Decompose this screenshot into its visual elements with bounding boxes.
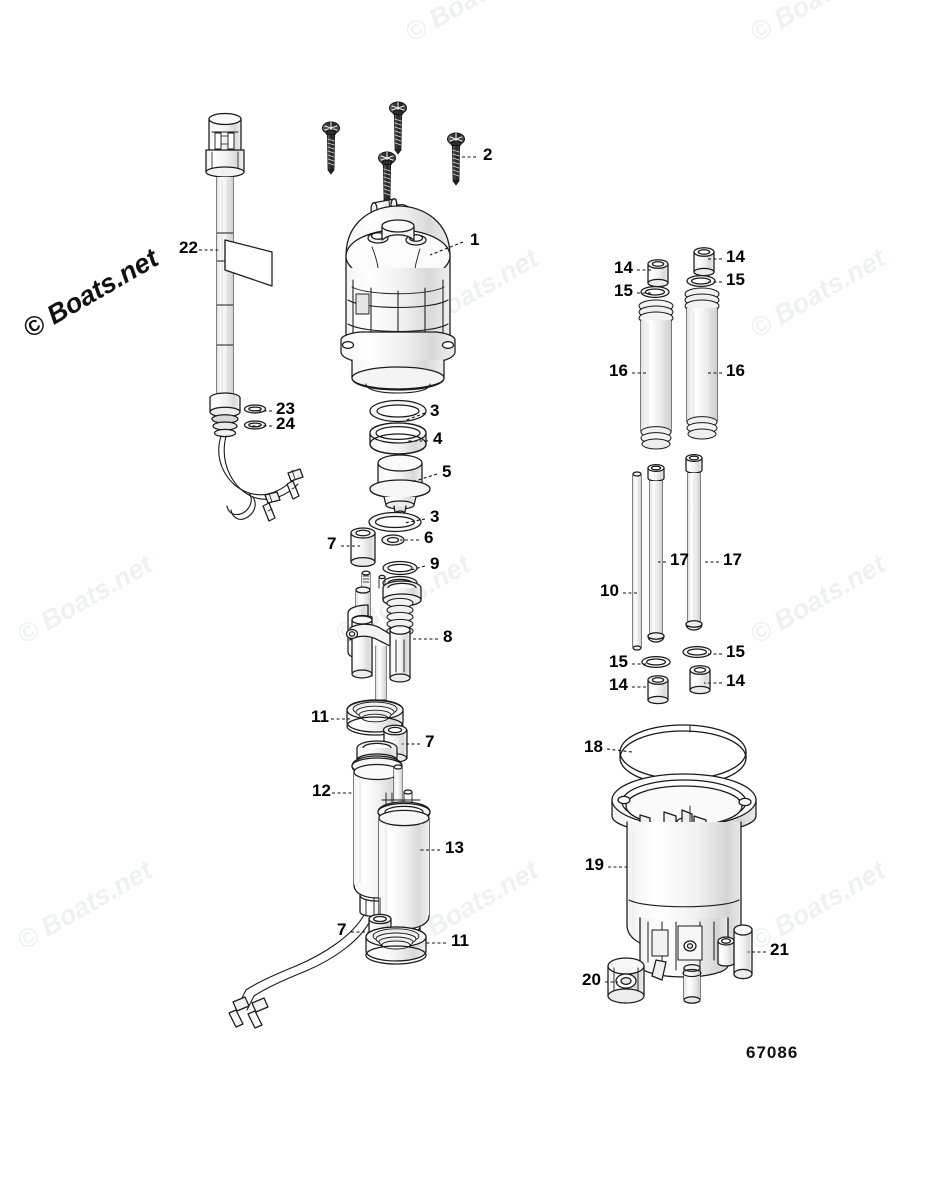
callout-filter-screen-upper: 11 <box>311 707 329 726</box>
callout-fuel-rail-left: 16 <box>609 361 628 380</box>
part-3-o-ring-upper <box>369 399 427 423</box>
callout-low-pressure-fuel-pump: 12 <box>312 781 331 800</box>
part-5-fuel-pressure-regulator <box>369 454 431 518</box>
part-22-fuel-level-sender <box>205 112 304 522</box>
callout-o-ring-sender-upper: 23 <box>276 399 295 418</box>
part-17-fuel-tube-left <box>647 463 665 643</box>
callout-o-ring-rail-d: 15 <box>726 642 745 661</box>
callout-vapor-separator-body: 19 <box>585 855 604 874</box>
callout-grommet-lower: 7 <box>337 920 347 939</box>
part-15-o-ring-d <box>682 645 712 659</box>
figure-number: 67086 <box>746 1043 799 1062</box>
callout-plug-cap: 20 <box>582 970 601 989</box>
callout-washer: 6 <box>424 528 434 547</box>
part-15-o-ring-c <box>641 655 671 669</box>
part-14-grommet-d <box>689 665 711 695</box>
callout-o-ring-rail-c: 15 <box>609 652 628 671</box>
callout-fuel-tube-right: 17 <box>723 550 742 569</box>
part-21-fitting-grommet <box>717 924 753 980</box>
callout-fuel-level-sender: 22 <box>179 238 198 257</box>
callout-o-ring-sender-lower: 24 <box>276 414 295 433</box>
part-15-o-ring-b <box>686 274 716 288</box>
part-13-high-pressure-pump <box>373 764 431 946</box>
part-7-grommet-a <box>350 527 376 568</box>
part-4-seal-ring <box>369 422 427 455</box>
callout-grommet-rail-c: 14 <box>609 675 628 694</box>
leader-fuel-pressure-regulator <box>411 473 438 483</box>
part-20-plug-cap <box>607 957 645 1004</box>
part-1-vapor-separator-cover <box>340 198 456 394</box>
callout-grommet-rail-b: 14 <box>726 247 745 266</box>
callout-seal-ring: 4 <box>433 429 443 448</box>
part-6-washer <box>381 534 405 546</box>
part-16-fuel-rail-right <box>684 287 720 440</box>
callout-o-ring-lower: 3 <box>430 507 440 526</box>
part-15-o-ring-a <box>640 285 670 299</box>
callout-o-ring-rail-a: 15 <box>614 281 633 300</box>
callout-fuel-rail-right: 16 <box>726 361 745 380</box>
part-23-24-o-rings <box>243 404 267 430</box>
callout-o-ring-upper: 3 <box>430 401 440 420</box>
callout-fuel-tube-left: 17 <box>670 550 689 569</box>
callout-screw: 2 <box>483 145 493 164</box>
callout-fuel-pressure-regulator: 5 <box>442 462 452 481</box>
callout-leader-lines <box>199 156 766 983</box>
callout-grommet-rail-d: 14 <box>726 671 745 690</box>
leader-o-ring-lower <box>403 518 426 524</box>
part-8-fuel-pump-bracket <box>345 570 422 701</box>
callout-vapor-separator-cover: 1 <box>470 230 480 249</box>
callout-o-ring-rail-b: 15 <box>726 270 745 289</box>
part-10-vent-tube <box>632 471 642 651</box>
leader-o-ring-upper <box>403 412 426 422</box>
callout-high-pressure-fuel-pump: 13 <box>445 838 464 857</box>
leader-cover-gasket <box>606 748 633 753</box>
callout-cover-gasket: 18 <box>584 737 603 756</box>
callout-o-ring-pair: 9 <box>430 554 440 573</box>
part-16-fuel-rail-left <box>638 299 674 450</box>
callout-filter-screen-lower: 11 <box>451 931 469 950</box>
part-14-grommet-c <box>647 675 669 705</box>
leader-vapor-separator-cover <box>429 241 464 256</box>
part-3-o-ring-lower <box>368 511 422 533</box>
part-14-grommet-b <box>693 247 715 277</box>
callout-vent-tube: 10 <box>600 581 619 600</box>
callout-fitting-grommet: 21 <box>770 940 789 959</box>
part-14-grommet-a <box>647 259 669 288</box>
part-17-fuel-tube-right <box>685 453 703 631</box>
callout-grommet-rail-a: 14 <box>614 258 633 277</box>
callout-grommet-upper-right: 7 <box>425 732 435 751</box>
part-2-screws <box>321 101 466 205</box>
leader-o-ring-pair <box>403 565 426 573</box>
callout-fuel-pump-bracket: 8 <box>443 627 453 646</box>
callout-grommet-upper-left: 7 <box>327 534 337 553</box>
part-11-filter-lower <box>365 926 427 965</box>
part-19-vapor-separator-body <box>611 773 757 1004</box>
